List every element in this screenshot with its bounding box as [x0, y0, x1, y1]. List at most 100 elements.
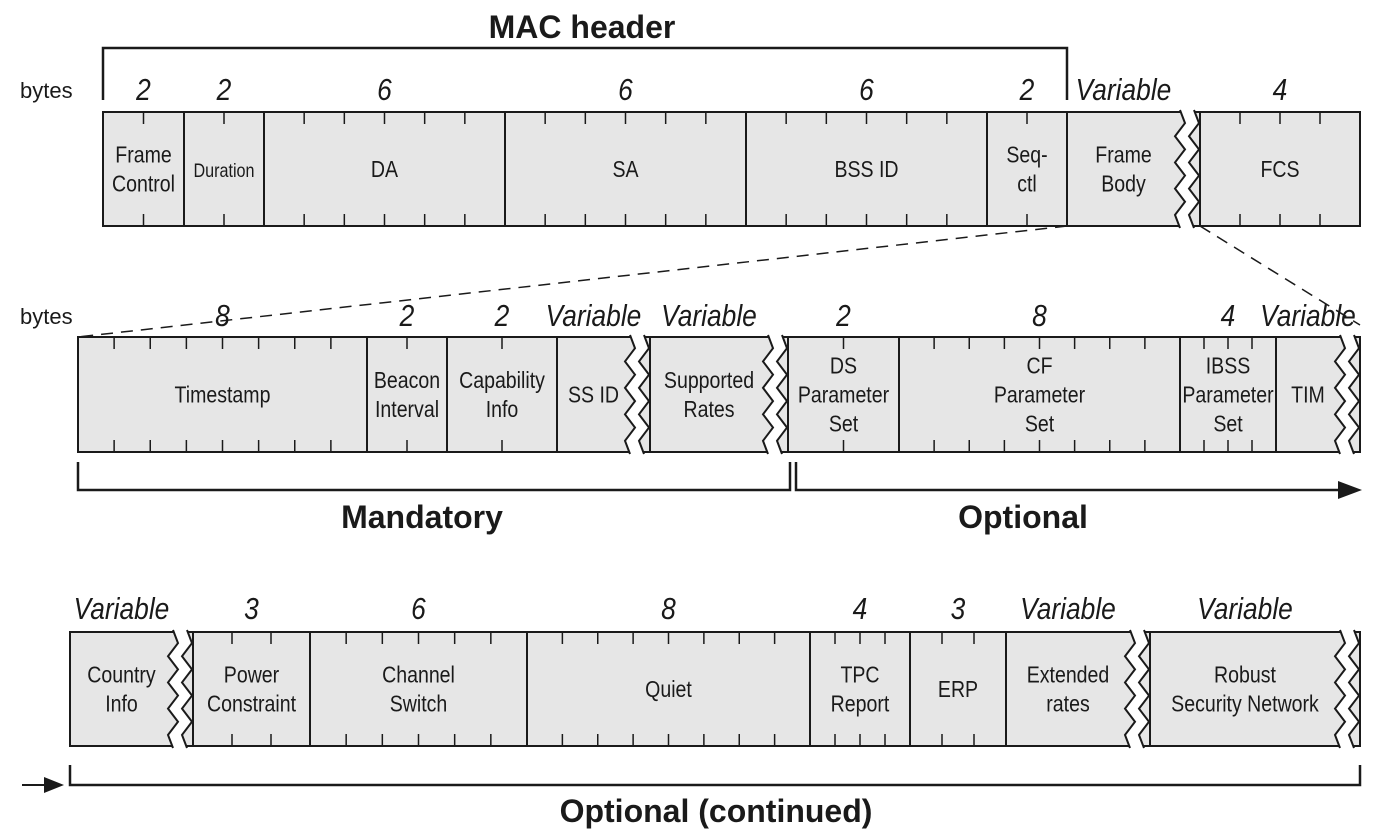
break-zigzag [1333, 629, 1347, 749]
field-box [1149, 631, 1361, 747]
field-label: Beacon [374, 368, 440, 394]
field-label: DS [830, 353, 857, 379]
field-label: Info [486, 397, 519, 423]
mac-header-bracket [101, 46, 1069, 100]
field-label: Control [112, 171, 175, 197]
break-zigzag [637, 334, 651, 455]
field-label: Set [1213, 411, 1242, 437]
field-label: Power [224, 662, 279, 688]
group-label-optional: Optional [958, 499, 1088, 535]
field-label: Channel [382, 662, 455, 688]
break-gap [1125, 630, 1149, 748]
field-box [192, 631, 311, 747]
field-label: SA [612, 157, 639, 183]
byte-count: Variable [1076, 73, 1172, 107]
break-gap [1175, 110, 1199, 228]
field-label: CF [1026, 353, 1052, 379]
byte-count: 2 [494, 299, 510, 333]
field-label: Country [87, 662, 156, 688]
byte-count: 4 [1273, 73, 1288, 107]
byte-count: 2 [216, 73, 232, 107]
mac-header-title: MAC header [489, 9, 676, 45]
group-label-optional-continued: Optional (continued) [560, 793, 873, 829]
field-label: rates [1046, 691, 1089, 717]
field-label: Parameter [1182, 382, 1273, 408]
byte-count: 2 [835, 299, 851, 333]
break-zigzag [1173, 109, 1187, 229]
break-zigzag [1187, 109, 1201, 229]
field-label: Parameter [798, 382, 889, 408]
field-label: Seq- [1006, 142, 1047, 168]
field-label: Constraint [207, 691, 296, 717]
byte-count: Variable [661, 299, 757, 333]
field-label: ctl [1017, 171, 1037, 197]
byte-count: 6 [618, 73, 633, 107]
byte-count: 6 [377, 73, 392, 107]
break-zigzag [166, 629, 180, 749]
expansion-dashed-line [1199, 225, 1361, 326]
byte-count: 4 [1221, 299, 1236, 333]
field-ss-id: Variable SS ID [546, 299, 651, 455]
arrow-head-icon [44, 777, 64, 793]
field-box [909, 631, 1007, 747]
field-box [809, 631, 911, 747]
break-zigzag [180, 629, 194, 749]
field-box [649, 336, 789, 453]
optional-bracket [794, 462, 1345, 492]
bytes-label-row1: bytes [20, 78, 73, 103]
group-label-mandatory: Mandatory [341, 499, 503, 535]
byte-count: 4 [853, 592, 868, 626]
field-box [504, 111, 747, 227]
mandatory-bracket [76, 462, 792, 492]
byte-count: 3 [951, 592, 966, 626]
break-zigzag [1347, 629, 1361, 749]
field-box [366, 336, 448, 453]
field-label: Capability [459, 368, 545, 394]
field-box [1179, 336, 1277, 453]
byte-count: 2 [1019, 73, 1035, 107]
byte-count: 8 [661, 592, 676, 626]
field-label: BSS ID [834, 157, 898, 183]
field-label: Timestamp [175, 382, 271, 408]
field-box [102, 111, 185, 227]
field-label: Rates [683, 397, 734, 423]
break-zigzag [775, 334, 789, 455]
field-box [787, 336, 900, 453]
byte-count: Variable [1020, 592, 1116, 626]
field-label: Duration [193, 160, 254, 182]
arrow-head-icon [1338, 481, 1362, 499]
field-label: Parameter [994, 382, 1085, 408]
byte-count: Variable [546, 299, 642, 333]
byte-count: 2 [399, 299, 415, 333]
field-box [1005, 631, 1151, 747]
field-label: Quiet [645, 677, 692, 703]
field-box [986, 111, 1068, 227]
field-label: SS ID [568, 382, 619, 408]
field-label: Switch [390, 691, 448, 717]
field-label: FCS [1260, 157, 1299, 183]
field-box [183, 111, 265, 227]
break-gap [168, 630, 192, 748]
field-label: Robust [1214, 662, 1276, 688]
break-zigzag [623, 334, 637, 455]
field-label: Frame [115, 142, 171, 168]
field-label: TPC [840, 662, 879, 688]
field-label: Interval [375, 397, 439, 423]
break-zigzag [1123, 629, 1137, 749]
